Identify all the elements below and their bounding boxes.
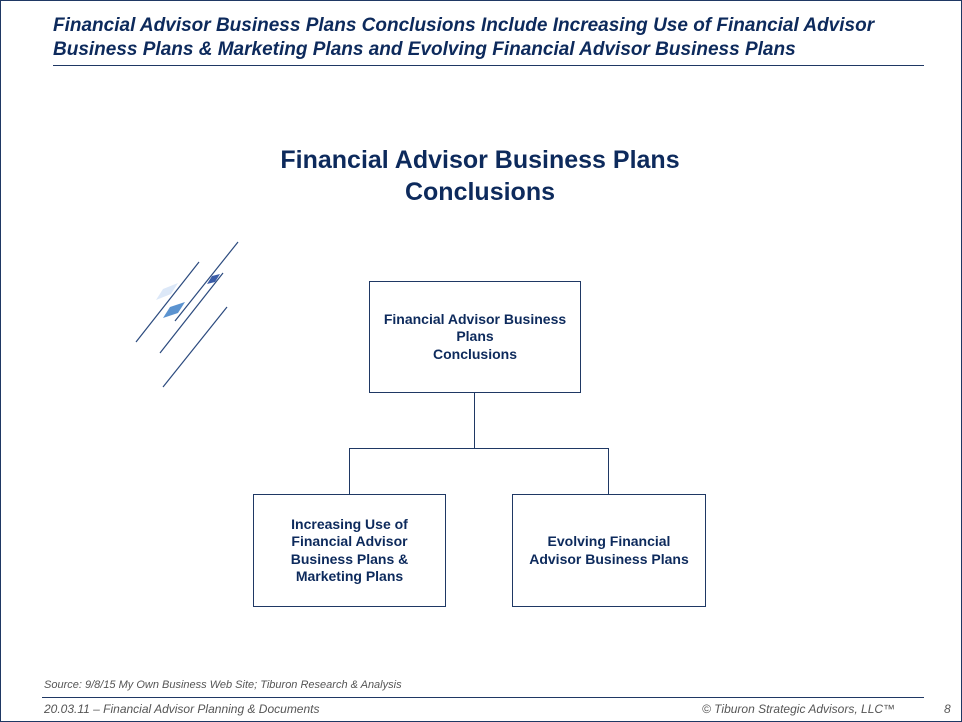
slide-title: Financial Advisor Business Plans Conclus… bbox=[53, 15, 875, 60]
child-node-increasing-use: Increasing Use of Financial Advisor Busi… bbox=[253, 494, 446, 607]
source-note: Source: 9/8/15 My Own Business Web Site;… bbox=[44, 679, 402, 691]
diagram-heading: Financial Advisor Business Plans Conclus… bbox=[280, 146, 680, 206]
copyright-text: © Tiburon Strategic Advisors, LLC™ bbox=[702, 702, 896, 716]
footer-divider bbox=[42, 697, 924, 698]
page-number: 8 bbox=[944, 702, 951, 716]
connector-root bbox=[474, 392, 475, 448]
connector-left bbox=[349, 448, 350, 494]
child-node-label: Evolving Financial Advisor Business Plan… bbox=[529, 533, 689, 567]
root-node: Financial Advisor Business Plans Conclus… bbox=[369, 281, 581, 393]
connector-horizontal bbox=[349, 448, 609, 449]
footer-left-text: 20.03.11 – Financial Advisor Planning & … bbox=[44, 702, 320, 716]
connector-right bbox=[608, 448, 609, 494]
child-node-evolving: Evolving Financial Advisor Business Plan… bbox=[512, 494, 706, 607]
child-node-label: Increasing Use of Financial Advisor Busi… bbox=[290, 515, 409, 585]
header-divider bbox=[53, 65, 924, 66]
root-node-label: Financial Advisor Business Plans Conclus… bbox=[383, 310, 567, 362]
